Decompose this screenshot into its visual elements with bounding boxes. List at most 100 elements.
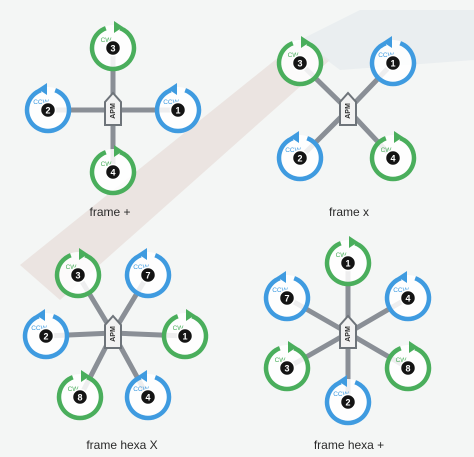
motor-hub — [399, 289, 417, 307]
rotation-ring — [54, 253, 102, 299]
rotation-direction-label: CCW — [333, 391, 349, 398]
motor-number: 2 — [43, 332, 48, 342]
caption-frame-plus: frame + — [89, 205, 131, 219]
motor-3: CW3 — [54, 248, 102, 299]
motor-number: 4 — [390, 154, 395, 164]
caption-frame-hexa-x: frame hexa X — [86, 438, 158, 452]
rotation-ring — [161, 314, 209, 360]
motor-hub — [37, 327, 55, 345]
rotation-arrow-icon — [394, 131, 403, 143]
rotation-direction-label: CCW — [33, 99, 49, 106]
rotation-ring — [276, 41, 324, 87]
rotation-arrow-icon — [138, 370, 147, 382]
motor-hub — [339, 393, 357, 411]
motor-3: CW3 — [263, 341, 311, 392]
rotation-direction-label: CW — [173, 325, 185, 332]
rotation-arrow-icon — [36, 309, 45, 321]
motor-number: 4 — [110, 168, 115, 178]
rotation-direction-label: CW — [396, 357, 408, 364]
motor-hub — [339, 254, 357, 272]
motor-hub — [291, 149, 309, 167]
rotation-ring — [276, 136, 324, 182]
motor-number: 3 — [297, 59, 302, 69]
motor-3: CW3 — [276, 36, 324, 87]
rotation-ring — [324, 241, 372, 287]
rotation-ring — [154, 88, 202, 134]
motor-number: 7 — [145, 271, 150, 281]
apm-arrow-icon — [104, 314, 122, 349]
rotation-direction-label: CW — [336, 252, 348, 259]
rotation-ring — [24, 88, 72, 134]
rotation-arrow-icon — [398, 271, 407, 283]
rotation-ring — [263, 346, 311, 392]
motor-hub — [384, 149, 402, 167]
rotation-ring — [263, 276, 311, 322]
rotation-arrow-icon — [138, 248, 147, 260]
caption-frame-hexa-plus: frame hexa + — [313, 438, 385, 452]
caption-frame-x: frame x — [328, 205, 369, 219]
rotation-ring — [384, 276, 432, 322]
motor-1: CW1 — [324, 236, 372, 287]
rotation-arrow-icon — [114, 145, 123, 157]
motor-number: 2 — [345, 398, 350, 408]
motor-number: 1 — [182, 332, 187, 342]
apm-label: APM — [110, 103, 117, 119]
rotation-direction-label: CW — [101, 37, 113, 44]
motor-number: 8 — [405, 364, 410, 374]
rotation-direction-label: CW — [275, 357, 287, 364]
motor-hub — [384, 54, 402, 72]
rotation-direction-label: CCW — [133, 264, 149, 271]
rotation-direction-label: CW — [381, 147, 393, 154]
motor-hub — [71, 388, 89, 406]
motor-hub — [176, 327, 194, 345]
apm-arrow-icon — [339, 314, 357, 349]
rotation-ring — [324, 380, 372, 426]
frames-layer: CW3CCW2CCW1CW4APMCW3CCW1CCW2CW4APMCW3CCW… — [22, 21, 432, 426]
motor-hub — [169, 101, 187, 119]
apm-board: APM — [104, 314, 122, 349]
motor-1: CW1 — [161, 309, 209, 360]
rotation-arrow-icon — [168, 83, 177, 95]
motor-number: 1 — [345, 259, 350, 269]
background-streak — [20, 40, 330, 300]
motor-4: CW4 — [369, 131, 417, 182]
rotation-direction-label: CCW — [31, 325, 47, 332]
rotation-direction-label: CCW — [133, 386, 149, 393]
rotation-arrow-icon — [114, 21, 123, 33]
rotation-ring — [22, 314, 70, 360]
rotation-ring — [369, 41, 417, 87]
rotation-arrow-icon — [277, 271, 286, 283]
motor-number: 3 — [75, 271, 80, 281]
rotation-arrow-icon — [383, 36, 392, 48]
apm-board: APM — [339, 314, 357, 349]
rotation-direction-label: CCW — [163, 99, 179, 106]
rotation-arrow-icon — [338, 375, 347, 387]
motor-hub — [278, 359, 296, 377]
apm-arrow-icon — [104, 91, 122, 126]
motor-hub — [399, 359, 417, 377]
apm-board: APM — [339, 91, 357, 126]
apm-board: APM — [104, 91, 122, 126]
rotation-direction-label: CCW — [272, 287, 288, 294]
rotation-direction-label: CCW — [285, 147, 301, 154]
rotation-ring — [384, 346, 432, 392]
rotation-arrow-icon — [409, 341, 418, 353]
motor-hub — [139, 266, 157, 284]
rotation-arrow-icon — [38, 83, 47, 95]
motor-number: 1 — [175, 106, 180, 116]
motor-8: CW8 — [384, 341, 432, 392]
rotation-arrow-icon — [301, 36, 310, 48]
rotation-ring — [89, 26, 137, 72]
motor-3: CW3 — [89, 21, 137, 72]
rotation-direction-label: CW — [66, 264, 78, 271]
apm-label: APM — [110, 326, 117, 342]
